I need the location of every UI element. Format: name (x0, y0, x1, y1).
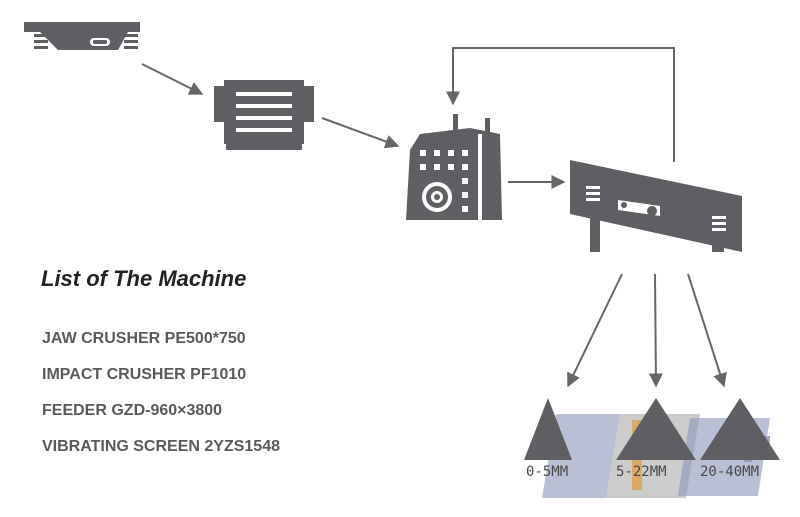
vibrating-screen-icon (570, 160, 742, 252)
output-label-5-22mm: 5-22MM (616, 464, 667, 480)
output-pile-2 (616, 398, 696, 460)
arrow-output-2 (648, 273, 663, 388)
arrow-jaw-to-impact (321, 117, 400, 149)
impact-crusher-icon (406, 114, 502, 220)
flow-arrows (141, 47, 727, 388)
machine-list: JAW CRUSHER PE500*750 IMPACT CRUSHER PF1… (42, 328, 280, 472)
output-pile-1 (524, 398, 572, 460)
output-pile-3 (700, 398, 780, 460)
machine-item-vibrating-screen: VIBRATING SCREEN 2YZS1548 (42, 438, 280, 455)
machine-item-jaw-crusher: JAW CRUSHER PE500*750 (42, 330, 246, 347)
list-title: List of The Machine (41, 266, 247, 291)
machine-item-impact-crusher: IMPACT CRUSHER PF1010 (42, 366, 247, 383)
arrow-return-loop (446, 47, 675, 162)
arrow-feeder-to-jaw (141, 63, 204, 95)
arrow-output-1 (567, 273, 623, 388)
output-label-20-40mm: 20-40MM (700, 464, 759, 480)
arrow-output-3 (687, 273, 727, 388)
machine-item-feeder: FEEDER GZD-960×3800 (42, 402, 223, 419)
output-label-0-5mm: 0-5MM (526, 464, 568, 480)
jaw-crusher-icon (214, 80, 314, 150)
output-piles (524, 398, 780, 460)
feeder-machine-icon (24, 22, 140, 50)
